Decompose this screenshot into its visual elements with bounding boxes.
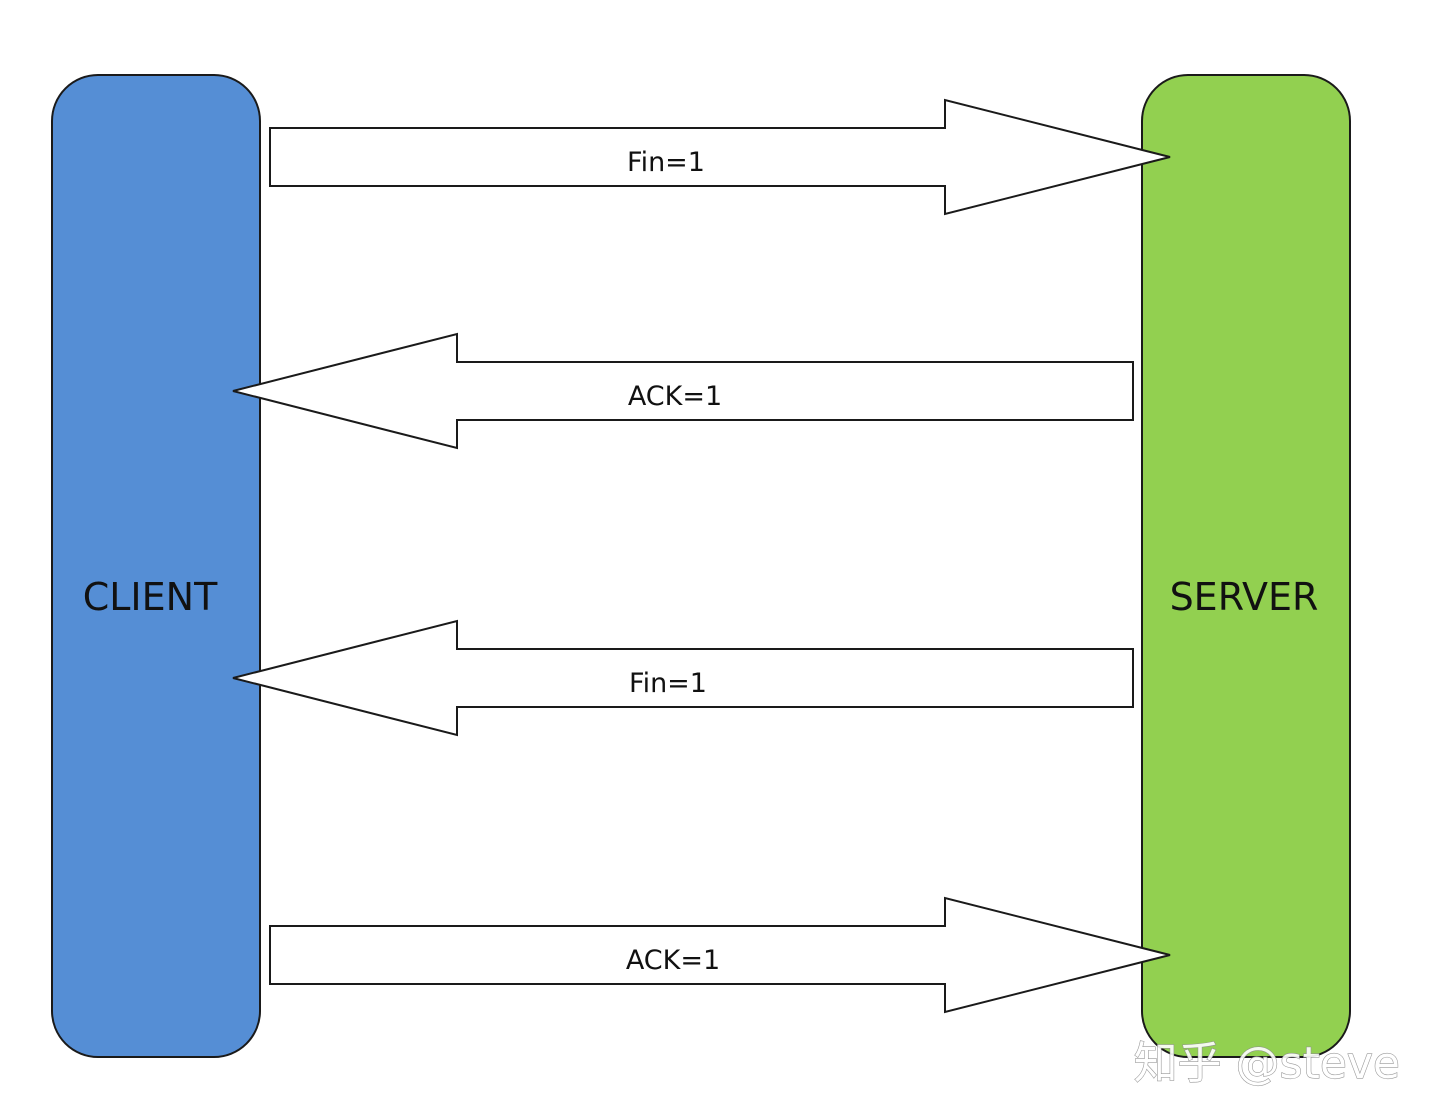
client-box — [51, 74, 261, 1058]
message-label: ACK=1 — [628, 381, 722, 412]
message-arrow-1: Fin=1 — [269, 98, 1171, 216]
client-node: CLIENT — [51, 74, 261, 1058]
client-label: CLIENT — [83, 575, 218, 619]
watermark: 知乎 @steve — [1134, 1038, 1400, 1089]
message-label: Fin=1 — [627, 147, 705, 178]
message-arrow-4: ACK=1 — [269, 896, 1171, 1014]
arrow-right-shape — [269, 98, 1171, 216]
server-box — [1141, 74, 1351, 1058]
message-arrow-3: Fin=1 — [232, 619, 1134, 737]
message-label: ACK=1 — [626, 945, 720, 976]
server-label: SERVER — [1170, 575, 1319, 619]
message-arrow-2: ACK=1 — [232, 332, 1134, 450]
arrow-left-shape — [232, 332, 1134, 450]
message-label: Fin=1 — [629, 668, 707, 699]
arrow-right-shape — [269, 896, 1171, 1014]
arrow-left-shape — [232, 619, 1134, 737]
server-node: SERVER — [1141, 74, 1351, 1058]
